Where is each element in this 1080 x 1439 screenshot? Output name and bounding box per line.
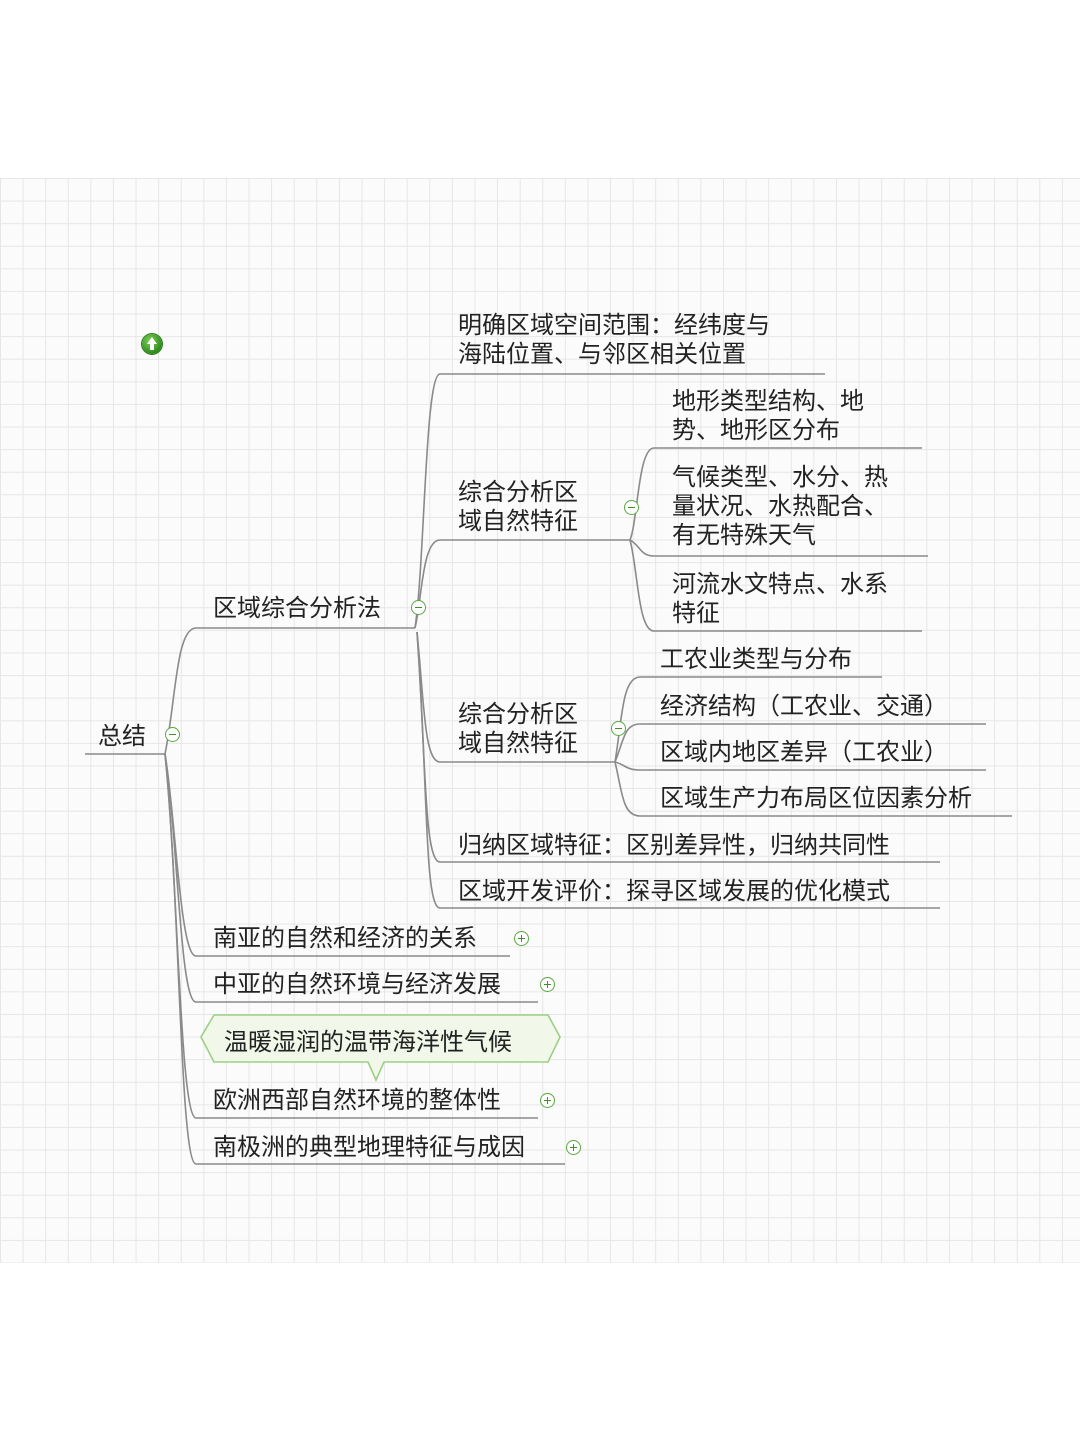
branch-south-asia[interactable]: 南亚的自然和经济的关系 bbox=[213, 924, 477, 952]
callout-bubble bbox=[200, 1014, 561, 1082]
go-up-arrow-icon[interactable] bbox=[142, 334, 162, 354]
topic-evaluation[interactable]: 区域开发评价：探寻区域发展的优化模式 bbox=[458, 877, 890, 905]
branch-main-topic[interactable]: 区域综合分析法 bbox=[213, 594, 381, 622]
callout-text: 温暖湿润的温带海洋性气候 bbox=[224, 1028, 512, 1056]
collapse-human-icon[interactable] bbox=[611, 721, 626, 736]
expand-south-asia-icon[interactable] bbox=[514, 931, 529, 946]
root-topic[interactable]: 总结 bbox=[98, 722, 146, 750]
topic-human[interactable]: 综合分析区 域自然特征 bbox=[458, 700, 578, 757]
collapse-branch-main-icon[interactable] bbox=[411, 600, 426, 615]
expand-central-asia-icon[interactable] bbox=[540, 977, 555, 992]
topic-natural[interactable]: 综合分析区 域自然特征 bbox=[458, 478, 578, 535]
branch-antarctica[interactable]: 南极洲的典型地理特征与成因 bbox=[213, 1133, 525, 1161]
branch-western-europe[interactable]: 欧洲西部自然环境的整体性 bbox=[213, 1086, 501, 1114]
natural-item-terrain[interactable]: 地形类型结构、地 势、地形区分布 bbox=[672, 387, 864, 444]
expand-antarctica-icon[interactable] bbox=[566, 1140, 581, 1155]
human-item-location[interactable]: 区域生产力布局区位因素分析 bbox=[660, 784, 972, 812]
mindmap-canvas bbox=[0, 178, 1080, 1263]
collapse-natural-icon[interactable] bbox=[624, 500, 639, 515]
topic-scope[interactable]: 明确区域空间范围：经纬度与 海陆位置、与邻区相关位置 bbox=[458, 311, 770, 368]
natural-item-rivers[interactable]: 河流水文特点、水系 特征 bbox=[672, 570, 888, 627]
human-item-industry[interactable]: 工农业类型与分布 bbox=[660, 645, 852, 673]
human-item-structure[interactable]: 经济结构（工农业、交通） bbox=[660, 692, 948, 720]
human-item-differences[interactable]: 区域内地区差异（工农业） bbox=[660, 738, 948, 766]
collapse-root-icon[interactable] bbox=[165, 727, 180, 742]
natural-item-climate[interactable]: 气候类型、水分、热 量状况、水热配合、 有无特殊天气 bbox=[672, 463, 888, 549]
branch-central-asia[interactable]: 中亚的自然环境与经济发展 bbox=[213, 970, 501, 998]
topic-summary[interactable]: 归纳区域特征：区别差异性，归纳共同性 bbox=[458, 831, 890, 859]
expand-western-europe-icon[interactable] bbox=[540, 1093, 555, 1108]
